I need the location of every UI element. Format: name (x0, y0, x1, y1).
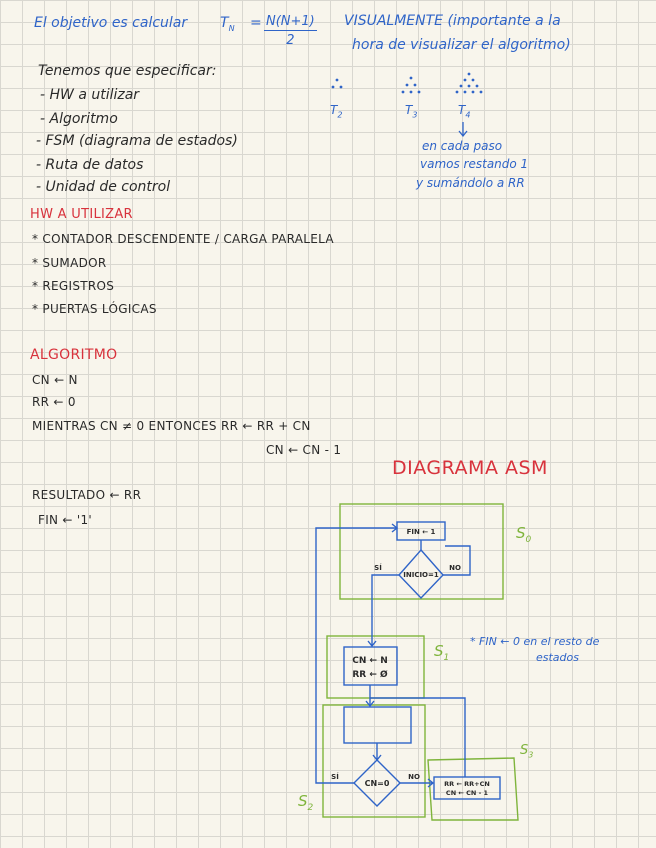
specify-item: - FSM (diagrama de estados) (36, 133, 238, 149)
state-s0-frame (339, 503, 504, 600)
state-label-s1: S1 (434, 642, 450, 663)
s2-decision-text: CN=0 (365, 779, 390, 788)
hw-item: * REGISTROS (32, 279, 115, 293)
formula-denominator: 2 (286, 33, 295, 48)
triangle-note-line1: en cada paso (422, 139, 503, 153)
algorithm-line: CN ← CN - 1 (266, 443, 342, 457)
formula-numerator: N(N+1) (264, 14, 317, 31)
visual-note-line1: VISUALMENTE (importante a la (344, 13, 561, 29)
triangle-label-t4: T4 (458, 103, 471, 120)
s3-action-text-2: CN ← CN - 1 (446, 789, 489, 797)
state-s1-frame (326, 635, 425, 699)
s2-yes-label: SÍ (331, 772, 339, 781)
specify-item: - Unidad de control (36, 179, 171, 195)
s0-decision-diamond (398, 548, 444, 600)
s2-empty-box (343, 706, 412, 744)
asm-note-line1: * FIN ← 0 en el resto de (470, 635, 600, 648)
specify-title: Tenemos que especificar: (38, 63, 217, 79)
s0-no-label: NO (449, 564, 461, 572)
s3-action-box (433, 776, 501, 800)
state-s2-frame (322, 704, 426, 818)
state-label-s2: S2 (298, 792, 314, 813)
triangle-dots-t4 (455, 72, 483, 94)
triangle-label-t3: T3 (405, 103, 418, 120)
s1-action-text-2: RR ← Ø (352, 669, 388, 680)
s3-action-text-1: RR ← RR+CN (444, 780, 490, 788)
state-s3-frame (427, 757, 519, 821)
algorithm-line: CN ← N (32, 373, 78, 387)
triangle-note-line3: y sumándolo a RR (416, 176, 525, 190)
specify-item: - HW a utilizar (40, 87, 140, 103)
algorithm-line: RESULTADO ← RR (32, 488, 142, 502)
asm-flow-lines (315, 521, 501, 807)
formula-fraction: N(N+1) 2 (264, 14, 317, 48)
s0-action-text: FIN ← 1 (407, 528, 436, 536)
triangle-note-line2: vamos restando 1 (420, 157, 529, 171)
hw-item: * CONTADOR DESCENDENTE / CARGA PARALELA (32, 232, 334, 246)
visual-note-line2: hora de visualizar el algoritmo) (352, 37, 571, 53)
specify-item: - Ruta de datos (36, 157, 144, 173)
triangle-dots-t3 (401, 76, 421, 94)
objective-text: El objetivo es calcular (34, 15, 188, 31)
state-label-s0: S0 (516, 524, 532, 545)
triangle-dots-t2 (331, 78, 343, 89)
s0-decision-text: INICIO=1 (403, 571, 439, 579)
s0-yes-label: SÍ (374, 563, 382, 572)
algorithm-line: RR ← 0 (32, 395, 76, 409)
equals-sign: = (250, 15, 262, 31)
s1-action-text-1: CN ← N (352, 656, 387, 666)
specify-item: - Algoritmo (40, 111, 118, 127)
state-label-s3: S3 (520, 743, 534, 760)
algorithm-line: MIENTRAS CN ≠ 0 ENTONCES RR ← RR + CN (32, 419, 311, 433)
tn-label: TN (220, 15, 235, 33)
hw-title: HW A UTILIZAR (30, 207, 133, 222)
asm-title: DIAGRAMA ASM (392, 457, 548, 479)
arrow-down-icon (458, 122, 468, 138)
s2-no-label: NO (408, 773, 420, 781)
triangle-label-t2: T2 (330, 103, 343, 120)
algorithm-line: FIN ← '1' (38, 513, 93, 527)
hw-item: * SUMADOR (32, 256, 107, 270)
hw-item: * PUERTAS LÓGICAS (32, 302, 157, 316)
s2-decision-diamond (353, 759, 401, 807)
algorithm-title: ALGORITMO (30, 347, 118, 363)
asm-note-line2: estados (536, 651, 579, 664)
